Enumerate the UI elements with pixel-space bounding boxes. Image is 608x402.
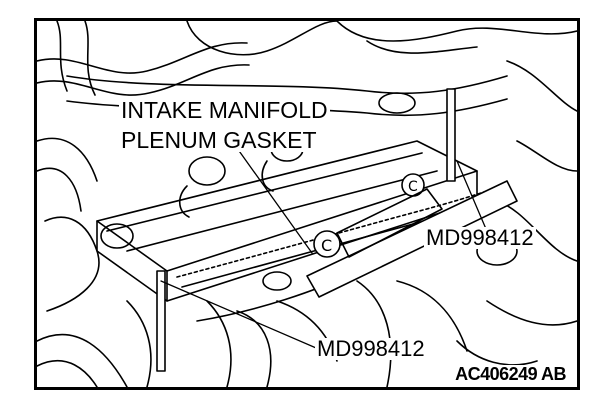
engine-background (37, 21, 577, 387)
label-tool-left: MD998412 (315, 336, 427, 361)
figure-code: AC406249 AB (454, 364, 567, 384)
svg-text:C: C (321, 236, 332, 255)
label-intake-manifold: INTAKE MANIFOLD (119, 97, 330, 123)
leader-lines (160, 140, 490, 358)
label-plenum-gasket: PLENUM GASKET (119, 127, 319, 153)
special-tool-bars: C C (156, 88, 518, 372)
illustration-frame: C C INTAKE MANIFOLD PLENUM GASKET MD9984… (34, 18, 580, 390)
engine-illustration: C C (37, 21, 577, 387)
label-tool-right: MD998412 (424, 225, 536, 250)
svg-text:C: C (408, 179, 418, 195)
